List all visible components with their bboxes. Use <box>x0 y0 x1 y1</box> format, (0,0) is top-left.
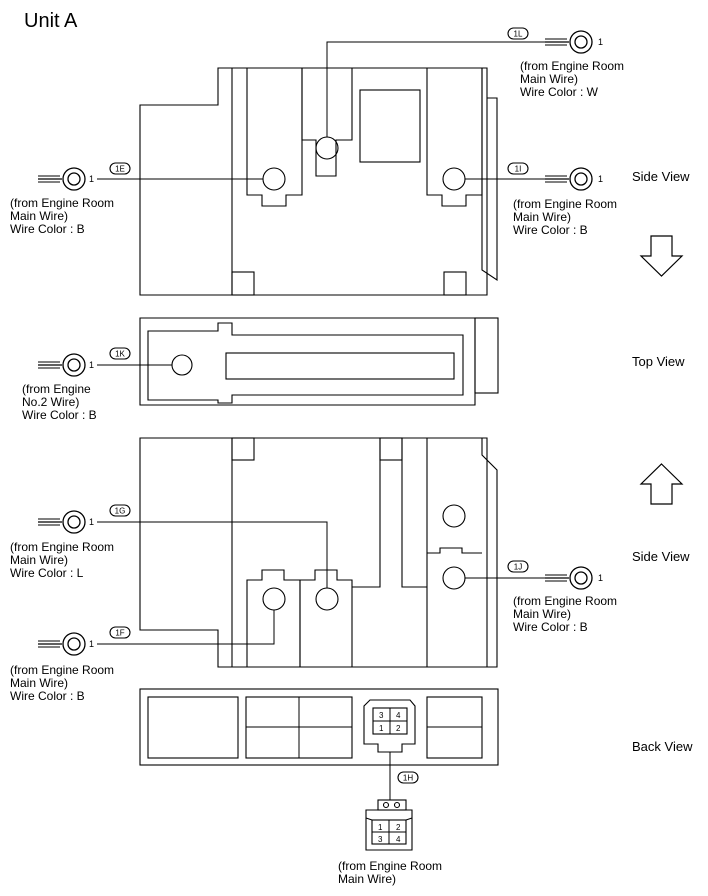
plug-connector-1h <box>365 752 413 851</box>
plug-pin-1: 1 <box>378 823 383 832</box>
unit-top-view <box>139 317 499 406</box>
label-1l: (from Engine Room Main Wire) Wire Color … <box>520 59 624 99</box>
svg-text:Main Wire): Main Wire) <box>513 210 571 224</box>
svg-text:(from Engine Room: (from Engine Room <box>520 59 624 73</box>
wire-1j <box>465 566 593 590</box>
tag-1l: 1L <box>514 30 523 39</box>
label-1f: (from Engine Room Main Wire) Wire Color … <box>10 663 114 703</box>
back-pin-3: 3 <box>379 711 384 720</box>
pin-1e: 1 <box>89 174 94 184</box>
label-1h: (from Engine Room Main Wire) <box>338 859 442 886</box>
tag-1k: 1K <box>115 350 125 359</box>
svg-text:Wire Color : B: Wire Color : B <box>513 620 588 634</box>
svg-text:Wire Color : B: Wire Color : B <box>513 223 588 237</box>
svg-text:Wire Color : B: Wire Color : B <box>10 689 85 703</box>
label-1k: (from Engine No.2 Wire) Wire Color : B <box>22 382 97 422</box>
label-1i: (from Engine Room Main Wire) Wire Color … <box>513 197 617 237</box>
view-label-side-bottom: Side View <box>632 549 690 564</box>
ring-terminal-icon <box>37 167 86 191</box>
ring-terminal-icon <box>544 566 593 590</box>
unit-back-view <box>139 688 499 766</box>
wire-1f <box>37 610 275 656</box>
pin-1k: 1 <box>89 360 94 370</box>
svg-text:Wire Color : W: Wire Color : W <box>520 85 599 99</box>
ring-terminal-icon <box>37 353 86 377</box>
svg-text:(from Engine Room: (from Engine Room <box>513 197 617 211</box>
svg-text:(from Engine Room: (from Engine Room <box>10 540 114 554</box>
pin-1i: 1 <box>598 174 603 184</box>
view-label-side-top: Side View <box>632 169 690 184</box>
svg-text:Main Wire): Main Wire) <box>10 676 68 690</box>
svg-text:(from Engine Room: (from Engine Room <box>10 663 114 677</box>
wire-1e <box>37 167 263 191</box>
label-1e: (from Engine Room Main Wire) Wire Color … <box>10 196 114 236</box>
tag-1j: 1J <box>514 563 522 572</box>
svg-text:Wire Color : B: Wire Color : B <box>22 408 97 422</box>
view-label-back: Back View <box>632 739 693 754</box>
arrow-up-icon <box>639 463 684 505</box>
wire-1l <box>326 30 593 137</box>
arrow-down-icon <box>639 235 684 277</box>
ring-terminal-icon <box>37 632 86 656</box>
tag-1h: 1H <box>403 774 413 783</box>
back-pin-2: 2 <box>396 724 401 733</box>
wire-1i <box>465 167 593 191</box>
svg-text:Main Wire): Main Wire) <box>10 553 68 567</box>
tag-1e: 1E <box>115 165 125 174</box>
plug-pin-2: 2 <box>396 823 401 832</box>
pin-1g: 1 <box>89 517 94 527</box>
svg-text:Wire Color : L: Wire Color : L <box>10 566 84 580</box>
svg-text:Main Wire): Main Wire) <box>513 607 571 621</box>
plug-pin-3: 3 <box>378 835 383 844</box>
view-label-top: Top View <box>632 354 685 369</box>
svg-text:(from Engine: (from Engine <box>22 382 91 396</box>
plug-pin-4: 4 <box>396 835 401 844</box>
unit-side-view-bottom <box>139 437 498 668</box>
page-title: Unit A <box>24 10 78 32</box>
tag-1g: 1G <box>115 507 126 516</box>
svg-text:(from Engine Room: (from Engine Room <box>338 859 442 873</box>
label-1j: (from Engine Room Main Wire) Wire Color … <box>513 594 617 634</box>
pin-1l: 1 <box>598 37 603 47</box>
pin-1f: 1 <box>89 639 94 649</box>
ring-terminal-icon <box>37 510 86 534</box>
ring-terminal-icon <box>544 30 593 54</box>
tag-1f: 1F <box>115 629 124 638</box>
back-pin-4: 4 <box>396 711 401 720</box>
svg-text:Main Wire): Main Wire) <box>520 72 578 86</box>
svg-text:No.2 Wire): No.2 Wire) <box>22 395 79 409</box>
wire-1g <box>37 510 328 588</box>
unit-side-view-top <box>139 67 498 296</box>
ring-terminal-icon <box>544 167 593 191</box>
svg-text:(from Engine Room: (from Engine Room <box>513 594 617 608</box>
svg-text:Main Wire): Main Wire) <box>338 872 396 886</box>
svg-text:Wire Color : B: Wire Color : B <box>10 222 85 236</box>
wire-1k <box>37 353 172 377</box>
label-1g: (from Engine Room Main Wire) Wire Color … <box>10 540 114 580</box>
back-pin-1: 1 <box>379 724 384 733</box>
svg-text:(from Engine Room: (from Engine Room <box>10 196 114 210</box>
pin-1j: 1 <box>598 573 603 583</box>
svg-text:Main Wire): Main Wire) <box>10 209 68 223</box>
tag-1i: 1I <box>515 165 522 174</box>
